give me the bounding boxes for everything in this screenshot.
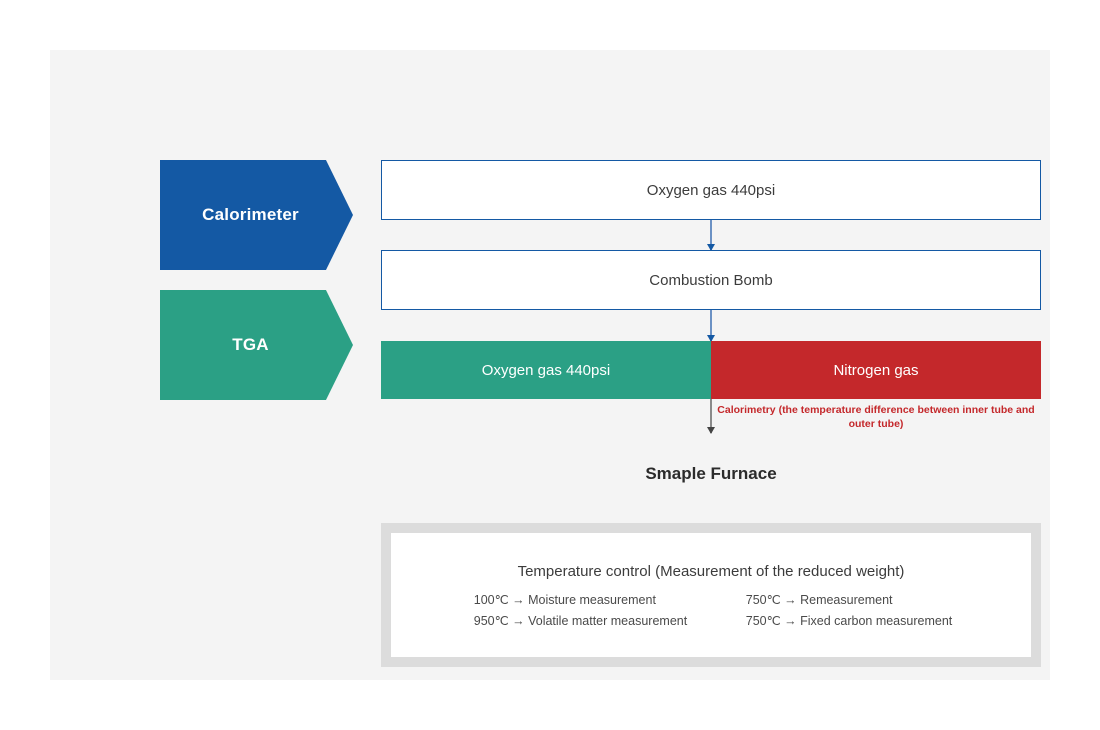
arrow-down-icon <box>706 427 715 434</box>
measurement-row-2-right: 750℃ → Fixed carbon measurement <box>745 613 953 628</box>
connector-arrow-bomb-to-split <box>706 310 715 342</box>
flow-box-oxygen-inlet-label: Oxygen gas 440psi <box>646 181 776 199</box>
temperature-control-inner: Temperature control (Measurement of the … <box>391 533 1031 657</box>
connector-stem <box>710 399 712 433</box>
connector-arrow-split-to-furnace <box>706 399 715 434</box>
temperature-control-panel: Temperature control (Measurement of the … <box>381 523 1041 667</box>
diagram-panel: Calorimeter TGA Oxygen gas 440psi Combus… <box>50 50 1050 680</box>
furnace-title: Smaple Furnace <box>645 464 777 483</box>
calorimetry-annotation: Calorimetry (the temperature difference … <box>717 404 1035 430</box>
measurement-row-1-right: 750℃ → Remeasurement <box>745 592 893 607</box>
stage-label-calorimeter: Calorimeter <box>202 205 299 224</box>
flow-box-combustion-bomb: Combustion Bomb <box>381 250 1041 310</box>
stage-label-tga: TGA <box>232 335 269 354</box>
gas-split-oxygen: Oxygen gas 440psi <box>381 341 711 399</box>
arrow-down-icon <box>706 335 715 342</box>
gas-split-oxygen-label: Oxygen gas 440psi <box>481 361 611 379</box>
flow-box-oxygen-inlet: Oxygen gas 440psi <box>381 160 1041 220</box>
stage-chevron-calorimeter: Calorimeter <box>160 160 353 270</box>
gas-split-bar: Oxygen gas 440psi Nitrogen gas <box>381 341 1041 399</box>
measurement-row-2-left: 950℃ → Volatile matter measurement <box>473 613 688 628</box>
temperature-measurement-grid: 100℃ → Moisture measurement 750℃ → Remea… <box>474 592 953 628</box>
temperature-control-heading: Temperature control (Measurement of the … <box>517 562 905 580</box>
gas-split-nitrogen: Nitrogen gas <box>711 341 1041 399</box>
connector-stem <box>710 310 712 341</box>
flow-box-combustion-bomb-label: Combustion Bomb <box>649 271 773 289</box>
gas-split-nitrogen-label: Nitrogen gas <box>833 361 919 379</box>
connector-stem <box>710 220 712 250</box>
measurement-row-1-left: 100℃ → Moisture measurement <box>473 592 656 607</box>
connector-arrow-oxygen-to-bomb <box>706 220 715 251</box>
stage-chevron-tga: TGA <box>160 290 353 400</box>
arrow-down-icon <box>706 244 715 251</box>
